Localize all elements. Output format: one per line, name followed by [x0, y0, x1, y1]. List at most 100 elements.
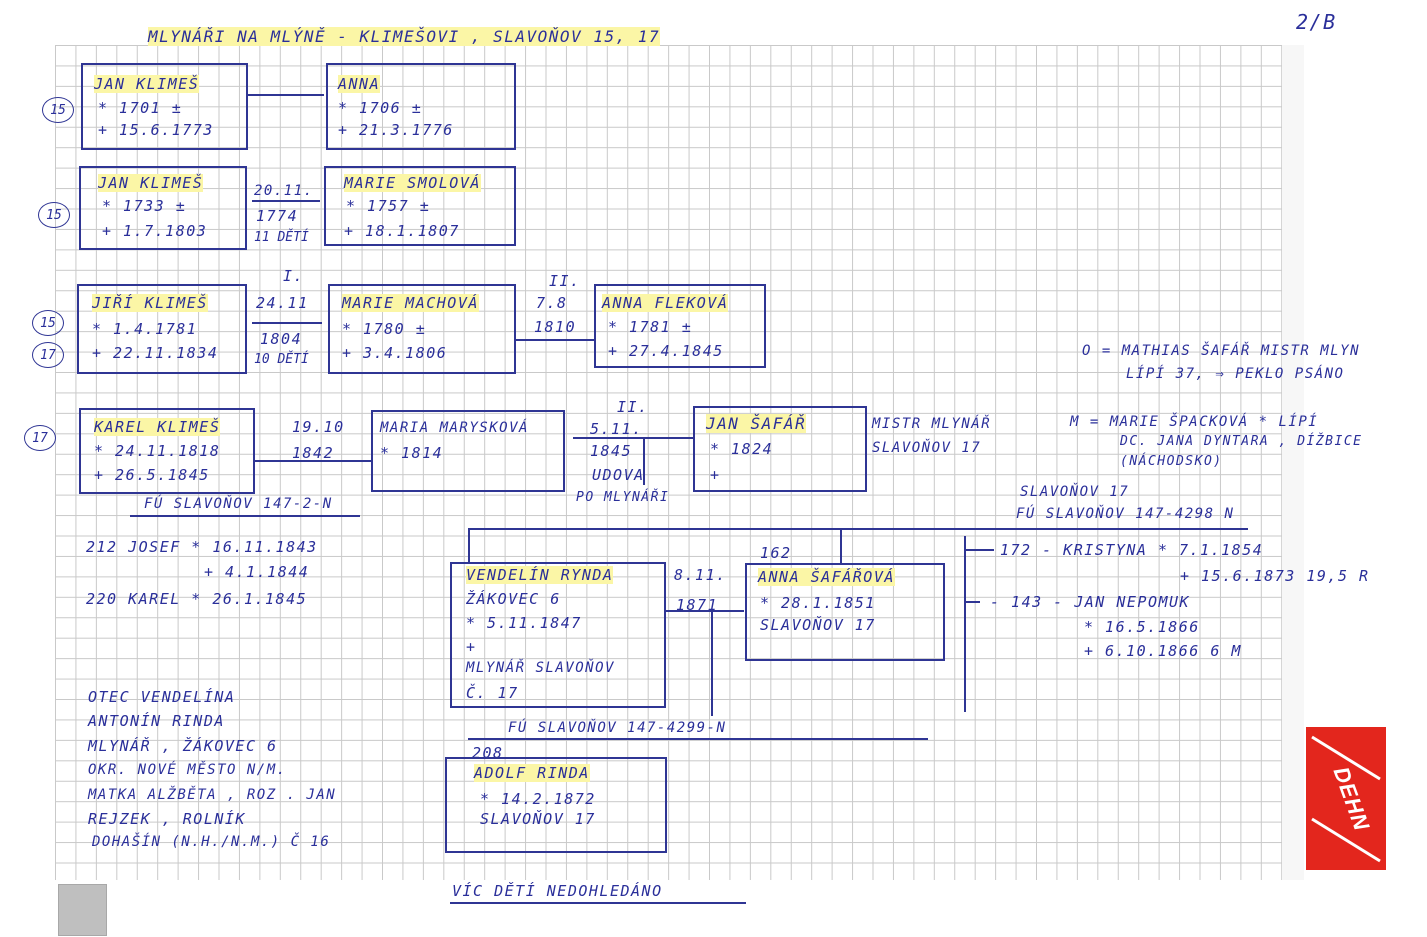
occupation: MLYNÁŘ SLAVOŇOV — [466, 660, 615, 676]
marriage-line — [514, 339, 594, 341]
marriage-date: 8.11. — [674, 566, 727, 584]
marriage-date: 5.11. — [590, 420, 643, 438]
marriage-year: 1804 — [260, 330, 303, 348]
person-name: JIŘÍ KLIMEŠ — [92, 294, 208, 312]
marriage-date: 19.10 — [292, 418, 345, 436]
death-date: + 21.3.1776 — [338, 121, 454, 139]
footer-note: VÍC DĚTÍ NEDOHLEDÁNO — [452, 882, 663, 900]
birth-date: * 14.2.1872 — [480, 790, 596, 808]
marriage-year: 1842 — [292, 444, 335, 462]
person-box-jan-klimes-1 — [81, 63, 248, 150]
address-note: SLAVOŇOV 17 — [1020, 484, 1130, 500]
father-note-line: MATKA ALŽBĚTA , ROZ . JAN — [88, 787, 337, 803]
birth-date: * 28.1.1851 — [760, 594, 876, 612]
person-box-maria-maryskova — [371, 410, 565, 492]
death-date: + 27.4.1845 — [608, 342, 724, 360]
person-box-karel-klimes — [79, 408, 255, 494]
note-mathias: LÍPÍ 37, ⇒ PEKLO PSÁNO — [1126, 366, 1345, 382]
house-number-circle: 15 — [42, 97, 74, 123]
marriage-year: 1774 — [256, 207, 299, 225]
marriage-line — [573, 437, 693, 439]
house-number-circle: 17 — [24, 425, 56, 451]
death-date: + 1.7.1803 — [102, 222, 208, 240]
death-date: + 3.4.1806 — [342, 344, 448, 362]
underline — [450, 902, 746, 904]
sibling-entry: + 15.6.1873 19,5 R — [1180, 567, 1370, 585]
marriage-order: II. — [617, 398, 649, 416]
person-name: JAN ŠAFÁŘ — [706, 414, 807, 433]
occupation-note: MISTR MLYNÁŘ — [872, 416, 992, 432]
connector-line — [643, 439, 645, 485]
marriage-line — [252, 200, 320, 202]
note-marie: (NÁCHODSKO) — [1120, 454, 1223, 469]
father-note-line: ANTONÍN RINDA — [88, 712, 225, 730]
child-entry: + 4.1.1844 — [204, 563, 310, 581]
sibling-line — [468, 528, 1248, 530]
marriage-line — [664, 610, 744, 612]
widow-note: PO MLYNÁŘI — [576, 490, 670, 505]
marriage-year: 1871 — [676, 596, 719, 614]
person-name: JAN KLIMEŠ — [98, 174, 204, 192]
birth-date: * 1780 ± — [342, 320, 427, 338]
house-number-circle: 15 — [38, 202, 70, 228]
person-name: KAREL KLIMEŠ — [94, 418, 221, 436]
grid-paper — [55, 45, 1282, 880]
parish-reference: FÚ SLAVOŇOV 147-4299-N — [508, 720, 727, 736]
child-entry: 220 KAREL * 26.1.1845 — [86, 590, 308, 608]
marriage-line — [252, 322, 322, 324]
birth-date: * 1706 ± — [338, 99, 423, 117]
death-date: + — [466, 638, 477, 656]
marriage-line — [246, 94, 324, 96]
connector-line — [964, 601, 980, 603]
house-number-circle: 17 — [32, 342, 64, 368]
father-note-line: OKR. NOVÉ MĚSTO N/M. — [88, 762, 287, 778]
birth-date: * 1757 ± — [346, 197, 431, 215]
person-box-anna-safarova — [745, 563, 945, 661]
father-note-line: OTEC VENDELÍNA — [88, 688, 236, 706]
logo-stripes-icon — [1311, 735, 1381, 863]
marriage-line — [253, 460, 371, 462]
person-name: ADOLF RINDA — [474, 764, 590, 782]
person-name: ANNA ŠAFÁŘOVÁ — [758, 568, 895, 586]
note-marie: M = MARIE ŠPACKOVÁ * LÍPÍ — [1070, 414, 1319, 430]
connector-line — [840, 528, 842, 564]
child-entry: 212 JOSEF * 16.11.1843 — [86, 538, 318, 556]
death-date: + 15.6.1773 — [98, 121, 214, 139]
note-marie: DC. JANA DYNTARA , DÍŽBICE — [1120, 434, 1363, 449]
birth-date: * 1.4.1781 — [92, 320, 198, 338]
children-count: 10 DĚTÍ — [254, 352, 309, 367]
connector-line — [964, 549, 994, 551]
marriage-year: 1845 — [590, 442, 633, 460]
sibling-entry: 172 - KRISTYNA * 7.1.1854 — [1000, 541, 1264, 559]
underline — [468, 738, 928, 740]
marriage-order: II. — [549, 272, 581, 290]
marriage-order: I. — [283, 267, 305, 285]
person-name: MARIE SMOLOVÁ — [344, 174, 481, 192]
dehn-logo — [1306, 727, 1386, 870]
paper-stub — [1282, 45, 1304, 880]
person-name: ANNA — [338, 75, 381, 93]
parish-reference: FÚ SLAVOŇOV 147-4298 N — [1016, 506, 1235, 522]
sibling-entry: - 143 - JAN NEPOMUK — [990, 593, 1191, 611]
address: ŽÁKOVEC 6 — [466, 590, 561, 608]
person-box-marie-machova — [328, 284, 516, 374]
house-number-circle: 15 — [32, 310, 64, 336]
parish-reference: FÚ SLAVOŇOV 147-2-N — [144, 496, 333, 512]
person-name: MARIE MACHOVÁ — [342, 294, 479, 312]
person-box-adolf-rinda — [445, 757, 667, 853]
marriage-date: 7.8 — [536, 294, 568, 312]
death-date: + 18.1.1807 — [344, 222, 460, 240]
father-note-line: REJZEK , ROLNÍK — [88, 810, 246, 828]
underline — [130, 515, 360, 517]
record-number: 162 — [760, 544, 792, 562]
birth-date: * 1733 ± — [102, 197, 187, 215]
widow-note: UDOVA — [592, 466, 645, 484]
father-note-line: MLYNÁŘ , ŽÁKOVEC 6 — [88, 737, 278, 755]
birth-date: * 24.11.1818 — [94, 442, 221, 460]
page-reference: 2/B — [1296, 10, 1337, 34]
address: SLAVOŇOV 17 — [760, 616, 876, 634]
sibling-entry: + 6.10.1866 6 M — [1084, 642, 1242, 660]
connector-line — [468, 528, 470, 562]
person-name: VENDELÍN RYNDA — [466, 566, 614, 584]
sibling-entry: * 16.5.1866 — [1084, 618, 1200, 636]
